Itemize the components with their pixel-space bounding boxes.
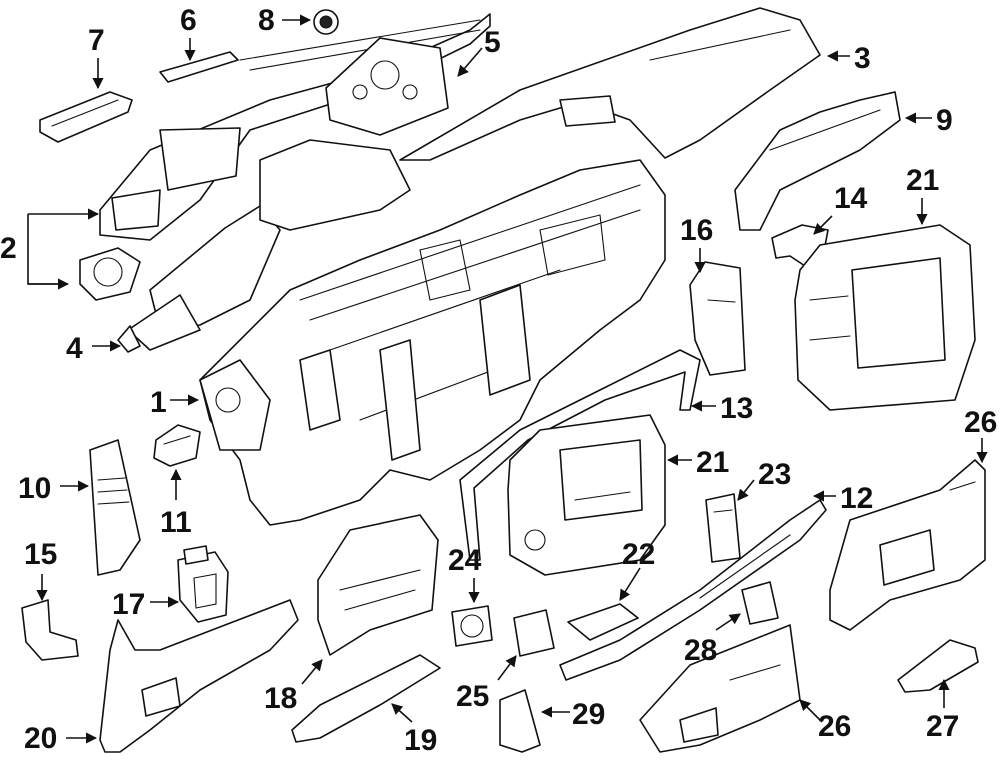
part-29-bracket xyxy=(499,689,541,753)
callout-8: 8 xyxy=(258,4,275,37)
part-5-center-bracket xyxy=(325,37,449,136)
part-25-module xyxy=(513,609,555,657)
part-1-dash-frame xyxy=(199,139,666,526)
callout-29: 29 xyxy=(572,698,605,731)
part-16-bracket xyxy=(689,261,746,376)
part-26-console-lower xyxy=(639,624,801,753)
part-23-switch xyxy=(705,493,741,563)
part-4-end-cap xyxy=(117,325,141,353)
part-28-module xyxy=(741,581,779,625)
callout-11: 11 xyxy=(160,506,192,539)
callout-18: 18 xyxy=(264,682,297,715)
callout-2: 2 xyxy=(0,232,17,265)
callout-5: 5 xyxy=(484,26,501,59)
callout-25: 25 xyxy=(456,680,489,713)
part-7-lid xyxy=(39,91,133,143)
part-11-switch-bezel xyxy=(153,424,201,467)
callout-12: 12 xyxy=(840,482,873,515)
callout-10: 10 xyxy=(18,472,51,505)
part-17-switch-housing xyxy=(177,545,229,623)
callout-23: 23 xyxy=(758,458,791,491)
part-13-strip xyxy=(459,349,701,561)
part-18-cluster-bezel xyxy=(317,514,439,656)
part-3-upper-pad xyxy=(399,7,821,161)
part-26-console-upper xyxy=(829,459,986,631)
callout-24: 24 xyxy=(448,544,482,577)
callout-7: 7 xyxy=(88,24,105,57)
callout-13: 13 xyxy=(720,392,753,425)
callout-6: 6 xyxy=(180,4,197,37)
part-22-pad xyxy=(567,603,639,641)
callout-16: 16 xyxy=(680,214,713,247)
part-21-bezel-right xyxy=(794,224,976,411)
callout-21-center: 21 xyxy=(696,446,729,479)
callout-3: 3 xyxy=(854,42,871,75)
callout-20: 20 xyxy=(24,722,57,755)
part-9-bracket xyxy=(734,91,901,231)
part-19-lower-trim xyxy=(291,654,441,743)
callout-26-lower: 26 xyxy=(818,710,851,743)
part-15-clip xyxy=(21,599,79,661)
callout-9: 9 xyxy=(936,104,953,137)
callout-26-upper: 26 xyxy=(964,406,997,439)
part-8-knob xyxy=(313,9,339,35)
part-12-trim-strip xyxy=(559,499,827,681)
callout-15: 15 xyxy=(24,538,57,571)
callout-1: 1 xyxy=(150,386,167,419)
part-20-lower-left-panel xyxy=(99,599,299,753)
callout-28: 28 xyxy=(684,634,717,667)
part-6-trim-strip xyxy=(159,51,239,83)
callout-19: 19 xyxy=(404,724,437,757)
callout-4: 4 xyxy=(66,332,83,365)
callout-labels: 1 2 3 4 5 6 7 8 9 10 11 12 13 14 15 16 1… xyxy=(0,4,997,757)
callout-21-upper: 21 xyxy=(906,164,939,197)
part-10-side-panel xyxy=(89,439,141,576)
callout-14: 14 xyxy=(834,182,868,215)
callout-17: 17 xyxy=(112,588,145,621)
part-24-sensor xyxy=(451,605,493,647)
leader-lines xyxy=(27,14,988,744)
part-21-bezel-center xyxy=(507,414,666,576)
part-27-tray xyxy=(897,639,979,693)
callout-27: 27 xyxy=(926,710,959,743)
callout-22: 22 xyxy=(622,538,655,571)
